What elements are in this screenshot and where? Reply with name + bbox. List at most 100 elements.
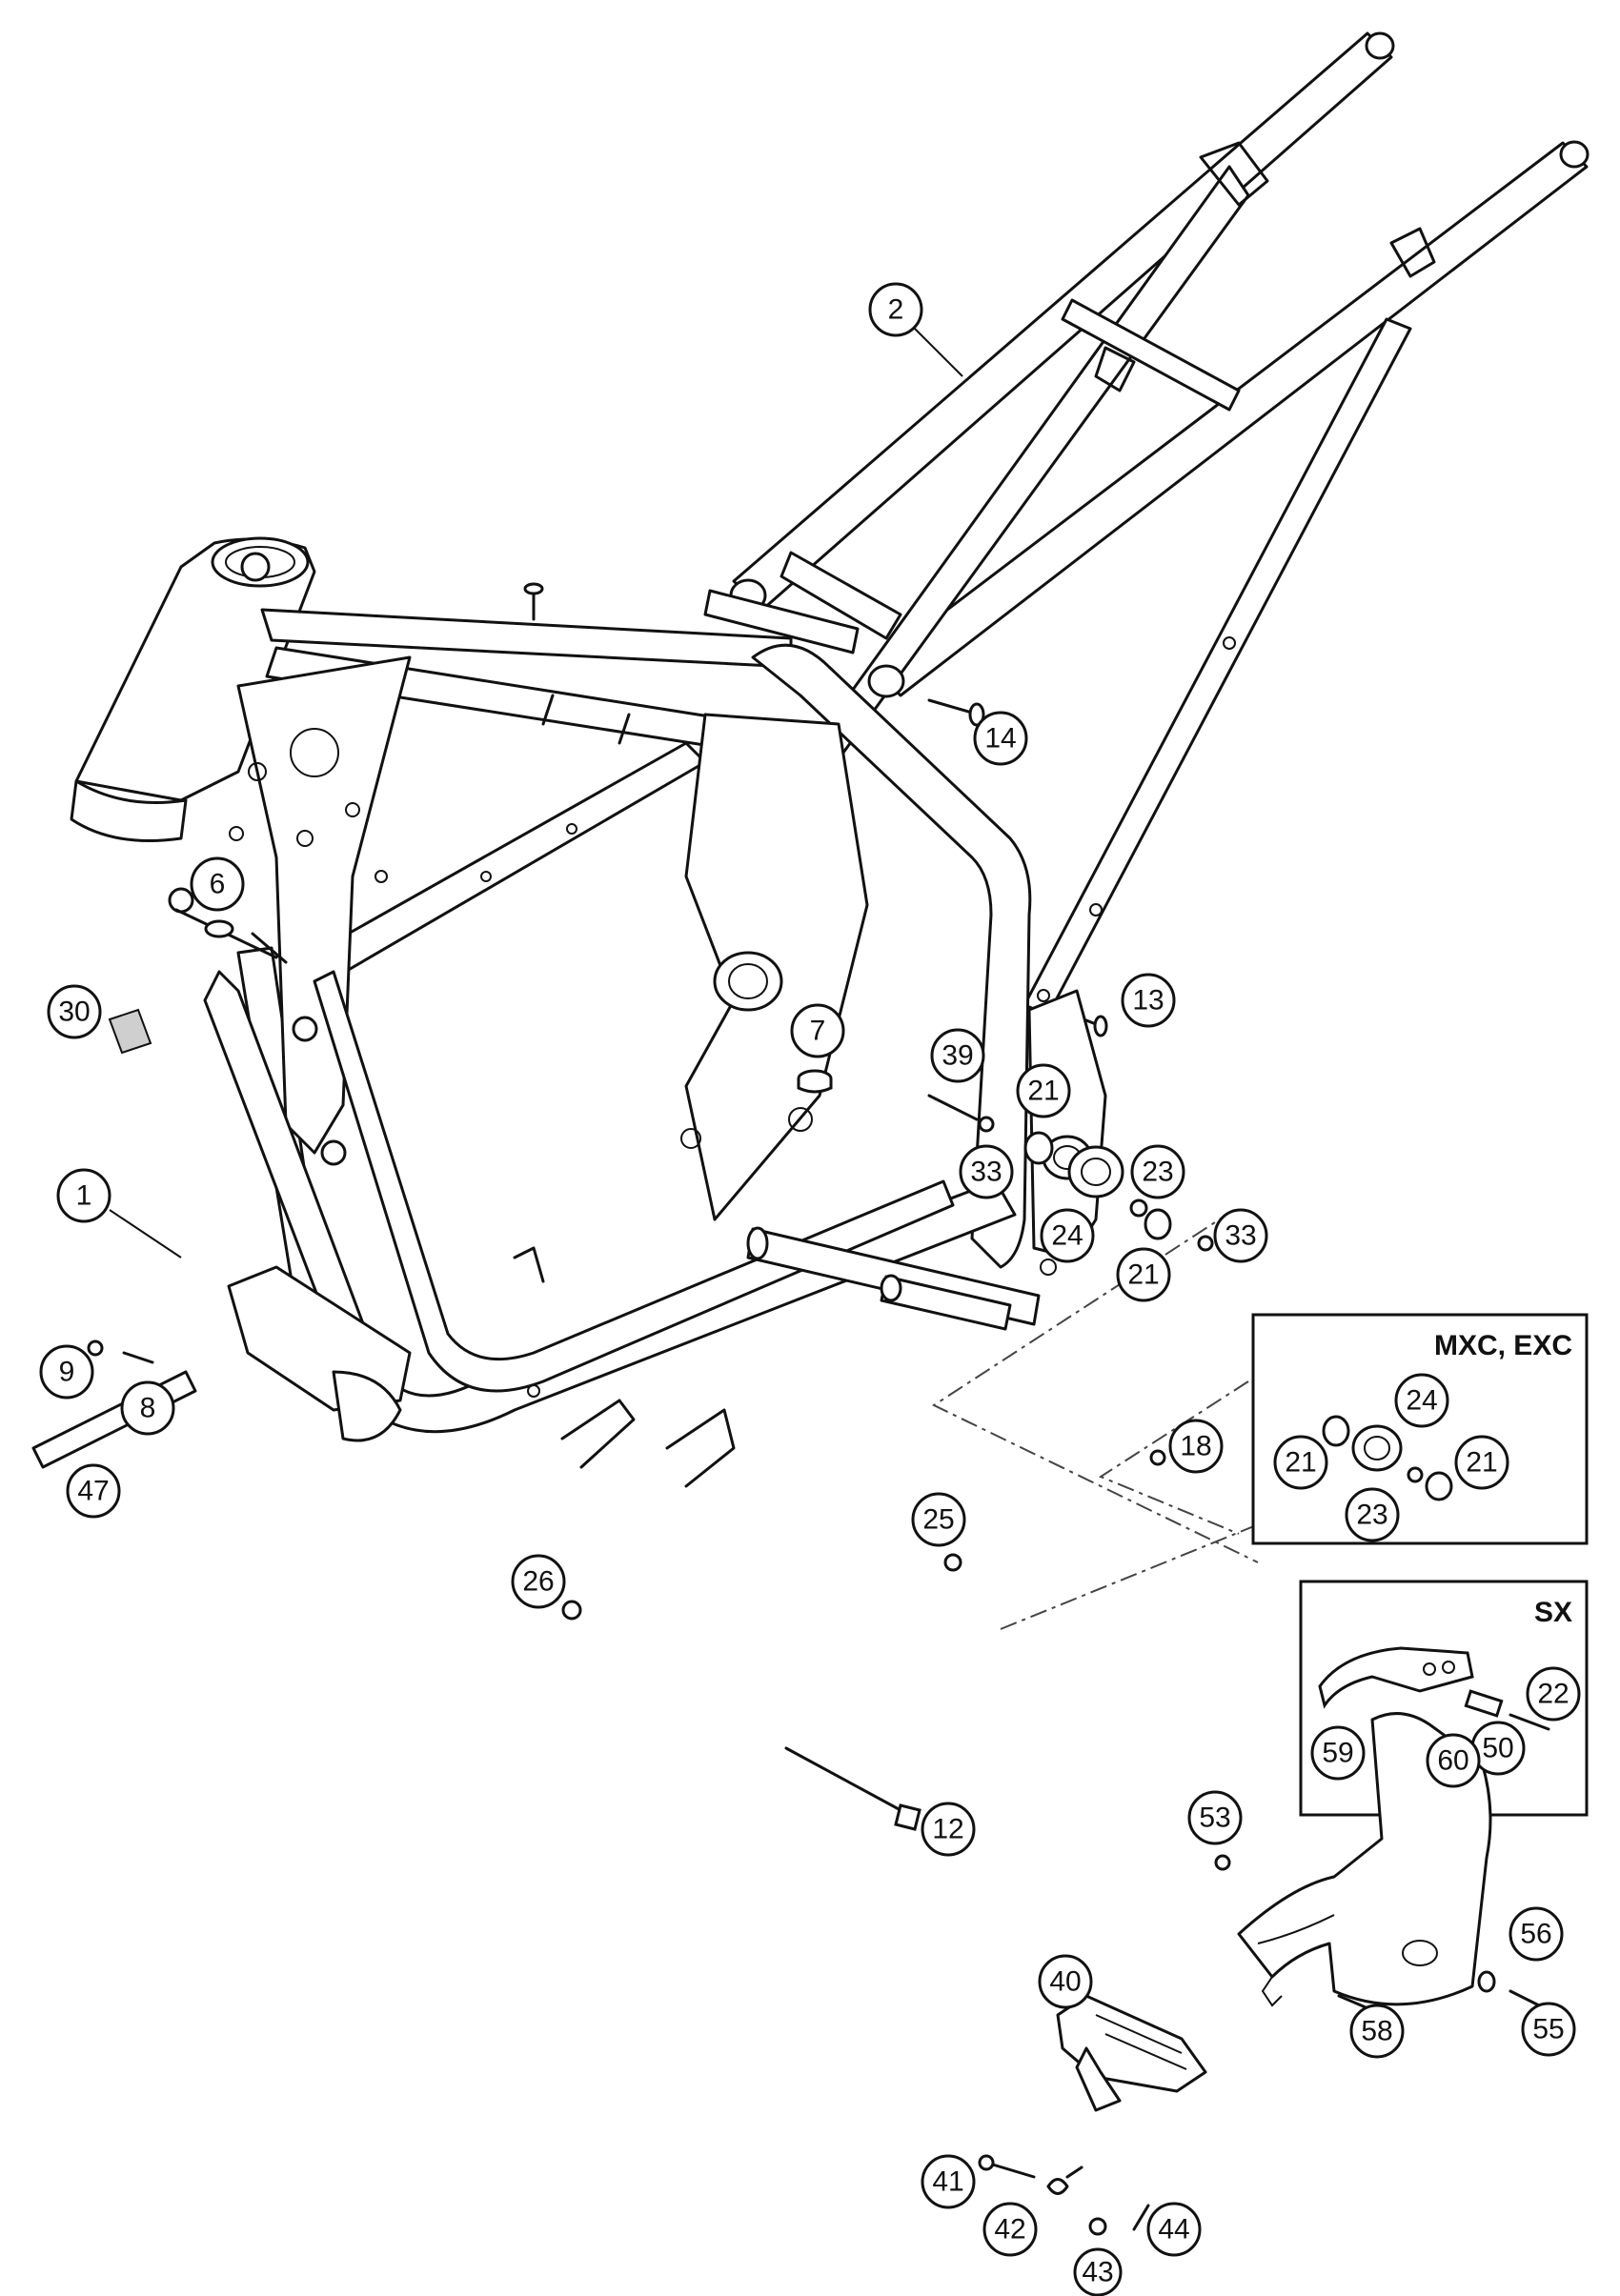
callout-60: 60 [1426, 1733, 1481, 1788]
nut-26 [561, 1600, 582, 1621]
svg-text:13: 13 [1132, 985, 1164, 1017]
svg-text:53: 53 [1199, 1803, 1230, 1834]
callout-2: 2 [868, 282, 963, 377]
callout-14: 14 [973, 711, 1028, 766]
nut-53 [1214, 1854, 1231, 1871]
callout-43: 43 [1073, 2247, 1123, 2296]
svg-text:7: 7 [810, 1016, 826, 1047]
cotter-pin-44 [1132, 2204, 1150, 2231]
svg-text:6: 6 [210, 869, 226, 900]
svg-text:8: 8 [140, 1393, 156, 1424]
fitting-6 [174, 908, 288, 964]
screw-55 [1509, 1989, 1541, 2007]
shock-mount-hardware [927, 1094, 1214, 1252]
callouts: 1 2 6 7 8 9 12 13 14 18 21 21 21 21 22 2… [39, 282, 1581, 2296]
callout-21-top: 21 [1016, 1063, 1071, 1118]
callout-24-top: 24 [1040, 1208, 1095, 1263]
svg-text:18: 18 [1180, 1431, 1211, 1462]
nipple-30 [108, 1008, 152, 1055]
svg-text:1: 1 [76, 1180, 92, 1212]
callout-8: 8 [120, 1380, 175, 1436]
callout-53: 53 [1187, 1790, 1243, 1845]
callout-59: 59 [1310, 1725, 1366, 1781]
svg-text:55: 55 [1532, 2014, 1564, 2045]
svg-text:23: 23 [1142, 1157, 1173, 1188]
callout-55: 55 [1521, 2002, 1576, 2057]
plug-7 [797, 1069, 833, 1094]
svg-text:9: 9 [59, 1357, 75, 1388]
svg-text:40: 40 [1049, 1966, 1081, 1998]
svg-text:59: 59 [1322, 1738, 1353, 1769]
callout-21-bottom: 21 [1116, 1247, 1171, 1302]
callout-21-box-right: 21 [1454, 1435, 1509, 1490]
callout-23-box: 23 [1345, 1487, 1400, 1542]
callout-6: 6 [190, 856, 245, 912]
callout-44: 44 [1146, 2202, 1202, 2257]
svg-text:21: 21 [1127, 1259, 1159, 1291]
svg-text:26: 26 [522, 1566, 554, 1598]
svg-text:44: 44 [1158, 2214, 1189, 2246]
washer-56 [1477, 1970, 1496, 1993]
footpeg-40 [1056, 1994, 1207, 2112]
svg-text:21: 21 [1466, 1447, 1497, 1479]
callout-42: 42 [982, 2202, 1038, 2257]
svg-text:22: 22 [1537, 1679, 1569, 1710]
mxc-exc-label: MXC, EXC [1434, 1330, 1572, 1361]
callout-21-box-left: 21 [1273, 1435, 1328, 1490]
callout-26: 26 [511, 1554, 566, 1609]
svg-text:21: 21 [1027, 1076, 1059, 1107]
svg-text:12: 12 [932, 1814, 963, 1845]
svg-text:33: 33 [1225, 1220, 1256, 1252]
washer-43 [1088, 2217, 1107, 2236]
callout-50: 50 [1470, 1721, 1526, 1776]
callout-1: 1 [56, 1168, 182, 1259]
svg-text:30: 30 [58, 997, 90, 1028]
svg-text:58: 58 [1361, 2016, 1392, 2047]
svg-text:56: 56 [1520, 1919, 1551, 1950]
svg-text:47: 47 [77, 1476, 109, 1507]
callout-40: 40 [1038, 1954, 1093, 2009]
callout-7: 7 [790, 1003, 845, 1058]
svg-text:25: 25 [922, 1504, 954, 1536]
callout-41: 41 [921, 2154, 976, 2209]
main-frame [70, 536, 1107, 1488]
svg-text:39: 39 [942, 1040, 973, 1072]
bolt-12 [784, 1746, 921, 1831]
callout-24-box: 24 [1394, 1373, 1449, 1428]
svg-text:50: 50 [1482, 1733, 1513, 1764]
callout-23-top: 23 [1130, 1144, 1185, 1199]
callout-47: 47 [66, 1463, 121, 1519]
svg-text:21: 21 [1285, 1447, 1316, 1479]
callout-13: 13 [1121, 973, 1176, 1028]
pin-41 [978, 2154, 1036, 2179]
svg-text:24: 24 [1051, 1220, 1083, 1252]
mxc-exc-box: MXC, EXC [1251, 1313, 1589, 1545]
callout-33-bottom: 33 [1213, 1208, 1268, 1263]
screw-8 [122, 1351, 154, 1364]
svg-text:60: 60 [1437, 1745, 1468, 1777]
bolt-14 [927, 698, 985, 727]
subframe [729, 31, 1590, 1017]
sx-label: SX [1534, 1597, 1572, 1628]
callout-33-top: 33 [959, 1144, 1014, 1199]
svg-text:23: 23 [1356, 1500, 1387, 1531]
callout-58: 58 [1349, 2004, 1405, 2059]
nut-18 [1149, 1449, 1166, 1466]
callout-25: 25 [911, 1492, 966, 1547]
callout-9: 9 [39, 1344, 94, 1400]
nut-25 [943, 1553, 962, 1572]
callout-12: 12 [921, 1802, 976, 1857]
callout-30: 30 [47, 984, 102, 1039]
svg-text:2: 2 [888, 294, 904, 326]
svg-text:43: 43 [1082, 2257, 1113, 2288]
callout-39: 39 [930, 1028, 985, 1083]
callout-18: 18 [1168, 1419, 1224, 1474]
svg-text:42: 42 [994, 2214, 1025, 2246]
svg-text:41: 41 [932, 2166, 963, 2198]
callout-22: 22 [1526, 1666, 1581, 1722]
svg-text:33: 33 [970, 1157, 1002, 1188]
spring-42 [1046, 2165, 1083, 2195]
nut-9 [87, 1339, 104, 1357]
svg-text:14: 14 [984, 723, 1016, 755]
